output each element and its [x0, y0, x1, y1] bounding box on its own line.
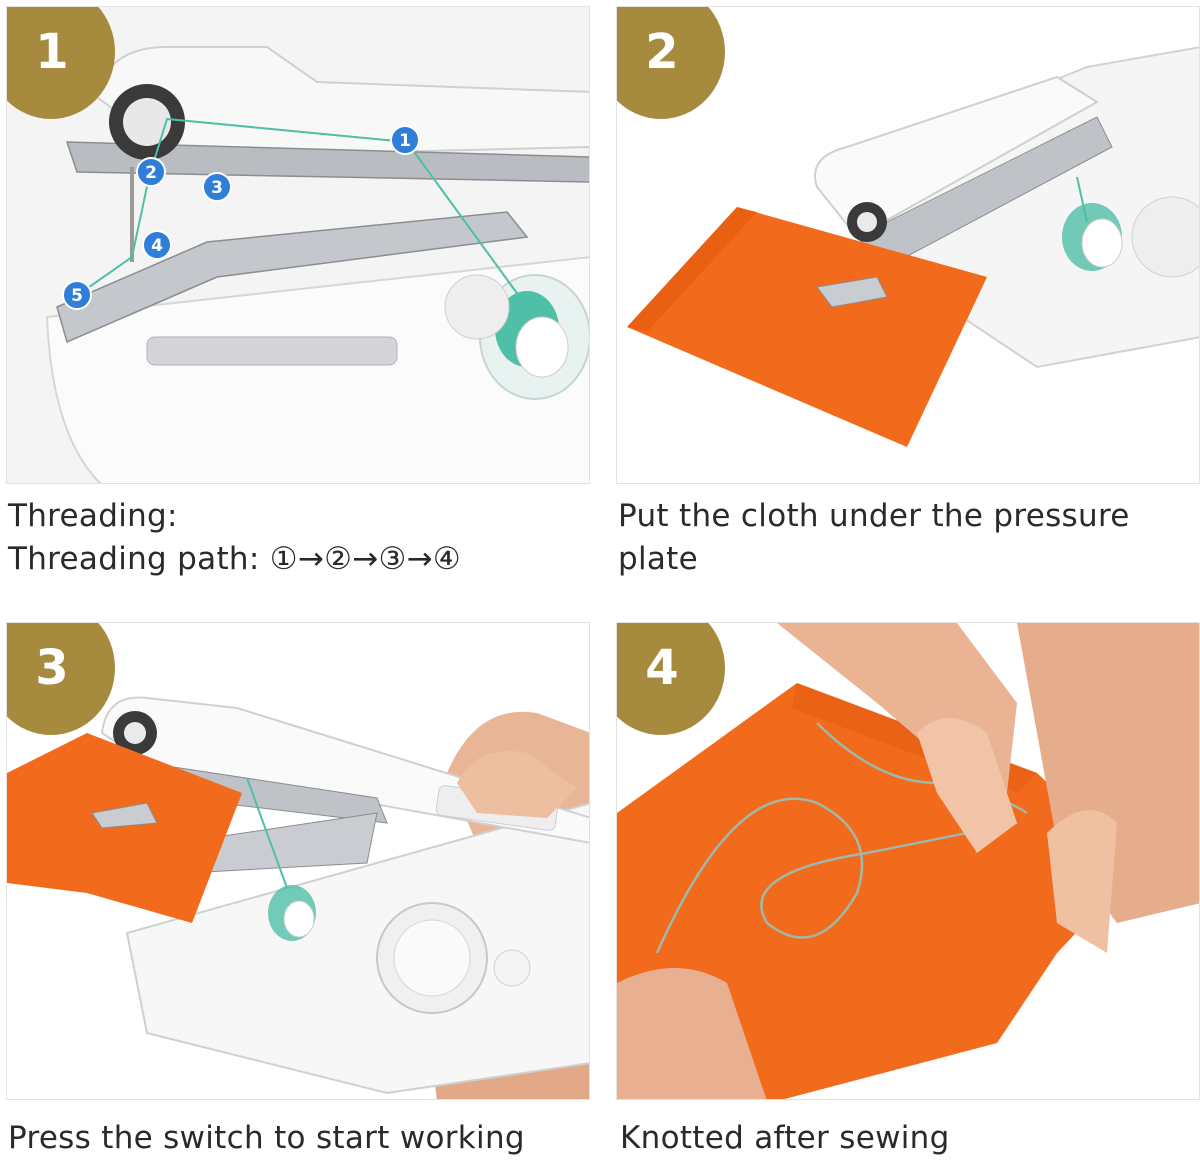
step-number: 4: [645, 640, 679, 696]
step-3-photo: 3: [6, 622, 590, 1100]
step-2-photo: 2: [616, 6, 1200, 484]
thread-marker-2: [136, 157, 166, 187]
thread-marker-3: [202, 172, 232, 202]
threading-illustration: 1 2 3 4 5: [7, 7, 589, 483]
step-1-caption-line-2: Threading path: ①→②→③→④: [8, 541, 461, 577]
thread-marker-3-label: 3: [211, 178, 223, 198]
thread-marker-5: [62, 280, 92, 310]
step-number: 3: [35, 640, 69, 696]
step-number: 1: [35, 24, 69, 80]
step-2-caption-line-1: Put the cloth under the pressure: [618, 498, 1130, 534]
step-1-photo: 1 2 3 4 5 1: [6, 6, 590, 484]
step-3-caption: Press the switch to start working: [8, 1117, 525, 1160]
step-4-caption-line-1: Knotted after sewing: [620, 1120, 950, 1156]
thread-marker-1: [390, 125, 420, 155]
thread-marker-4-label: 4: [151, 236, 163, 256]
thread-marker-2-label: 2: [145, 163, 157, 183]
step-1-caption-line-1: Threading:: [8, 498, 178, 534]
step-2-caption: Put the cloth under the pressure plate: [618, 495, 1130, 581]
step-3-caption-line-1: Press the switch to start working: [8, 1120, 525, 1156]
step-4-caption: Knotted after sewing: [620, 1117, 950, 1160]
step-1-caption: Threading: Threading path: ①→②→③→④: [8, 495, 461, 581]
thread-marker-1-label: 1: [399, 131, 411, 151]
thread-marker-5-label: 5: [71, 286, 83, 306]
step-4-photo: 4: [616, 622, 1200, 1100]
press-switch-illustration: [7, 623, 589, 1099]
step-number: 2: [645, 24, 679, 80]
step-2-caption-line-2: plate: [618, 541, 699, 577]
thread-marker-4: [142, 230, 172, 260]
